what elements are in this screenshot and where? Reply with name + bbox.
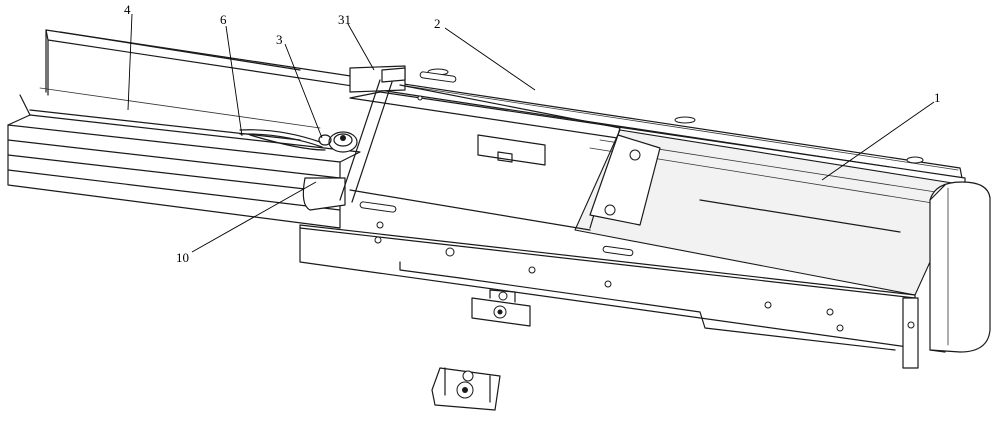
label-3: 3 <box>276 32 283 47</box>
label-1: 1 <box>934 90 941 105</box>
pulley-3 <box>318 131 358 153</box>
left-extrusion <box>7 87 361 229</box>
bracket-upper <box>471 289 531 327</box>
label-4: 4 <box>124 2 131 17</box>
cable-6 <box>239 129 326 151</box>
label-10: 10 <box>176 250 189 265</box>
leader-lines <box>127 13 935 253</box>
end-cap <box>929 181 991 353</box>
label-31: 31 <box>338 12 351 27</box>
front-flange <box>299 221 919 369</box>
part-labels: 4 6 3 31 2 1 10 <box>124 2 941 265</box>
label-6: 6 <box>220 12 227 27</box>
label-2: 2 <box>434 16 441 31</box>
bracket-lower <box>431 367 501 411</box>
carriage-plate <box>417 95 661 226</box>
